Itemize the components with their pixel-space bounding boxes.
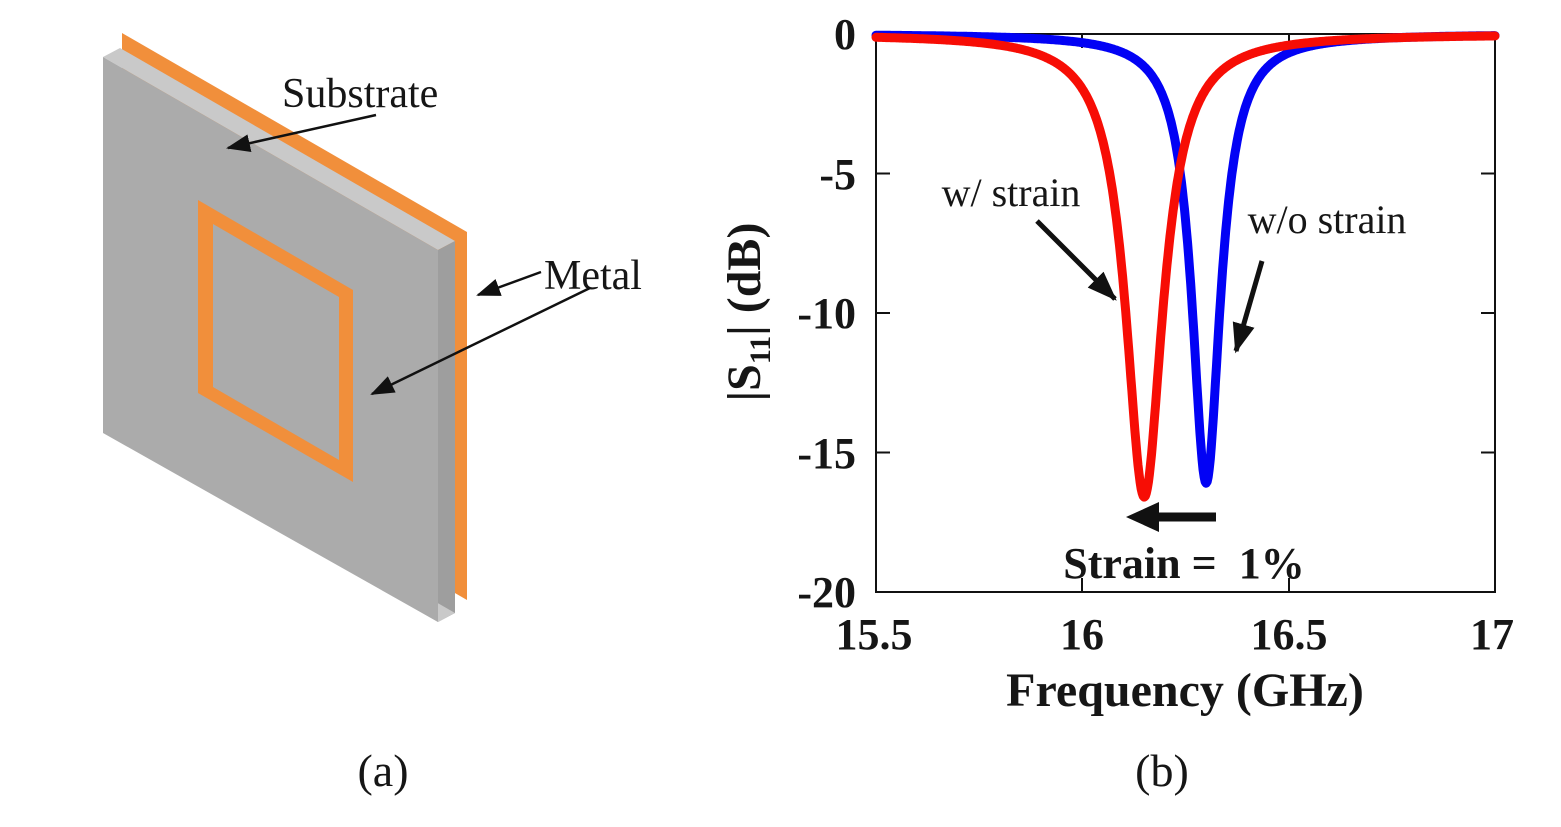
substrate-arrow (226, 113, 377, 152)
substrate-label: Substrate (282, 71, 438, 117)
x-tick-label-16: 16 (1060, 610, 1104, 659)
curve-wo-strain (871, 30, 1500, 488)
metal-label: Metal (544, 253, 642, 299)
y-axis-label-sub: 11 (744, 336, 777, 364)
y-axis-label-pre: |S (718, 364, 771, 401)
axis-ticks (876, 34, 1495, 592)
metal-ring-hole (213, 224, 339, 460)
substrate-side-face (438, 241, 455, 622)
panel-a-diagram: Substrate Metal (a) (103, 33, 642, 796)
x-axis-label: Frequency (GHz) (1006, 664, 1364, 717)
w-strain-arrow (1035, 219, 1117, 301)
panel-a-caption: (a) (357, 745, 408, 796)
x-tick-label-16p5: 16.5 (1251, 610, 1328, 659)
wo-strain-arrow (1232, 260, 1265, 354)
y-tick-label-m5: -5 (819, 150, 856, 199)
y-tick-label-m15: -15 (797, 429, 856, 478)
panel-b-caption: (b) (1135, 745, 1189, 796)
y-tick-label-0: 0 (834, 10, 856, 59)
substrate-top-face (103, 48, 455, 250)
y-tick-label-m20: -20 (797, 568, 856, 617)
annotation-strain-value: Strain = 1% (1063, 539, 1304, 588)
curve-w-strain (871, 31, 1500, 502)
x-tick-label-15p5: 15.5 (836, 610, 913, 659)
annotation-w-strain: w/ strain (942, 170, 1081, 215)
curves-group (871, 30, 1500, 502)
panel-b-chart: 0 -5 -10 -15 -20 15.5 16 16.5 17 Frequen… (718, 10, 1514, 796)
metal-arrow-backsheet (476, 270, 542, 297)
shift-left-arrow-head (1126, 502, 1159, 532)
y-tick-label-m10: -10 (797, 289, 856, 338)
metal-arrow-ring (370, 286, 591, 396)
y-axis-label-post: | (dB) (718, 223, 771, 336)
plot-box (875, 33, 1496, 593)
annotation-wo-strain: w/o strain (1248, 197, 1407, 242)
y-axis-label: |S11| (dB) (718, 223, 777, 402)
x-tick-label-17: 17 (1470, 610, 1514, 659)
